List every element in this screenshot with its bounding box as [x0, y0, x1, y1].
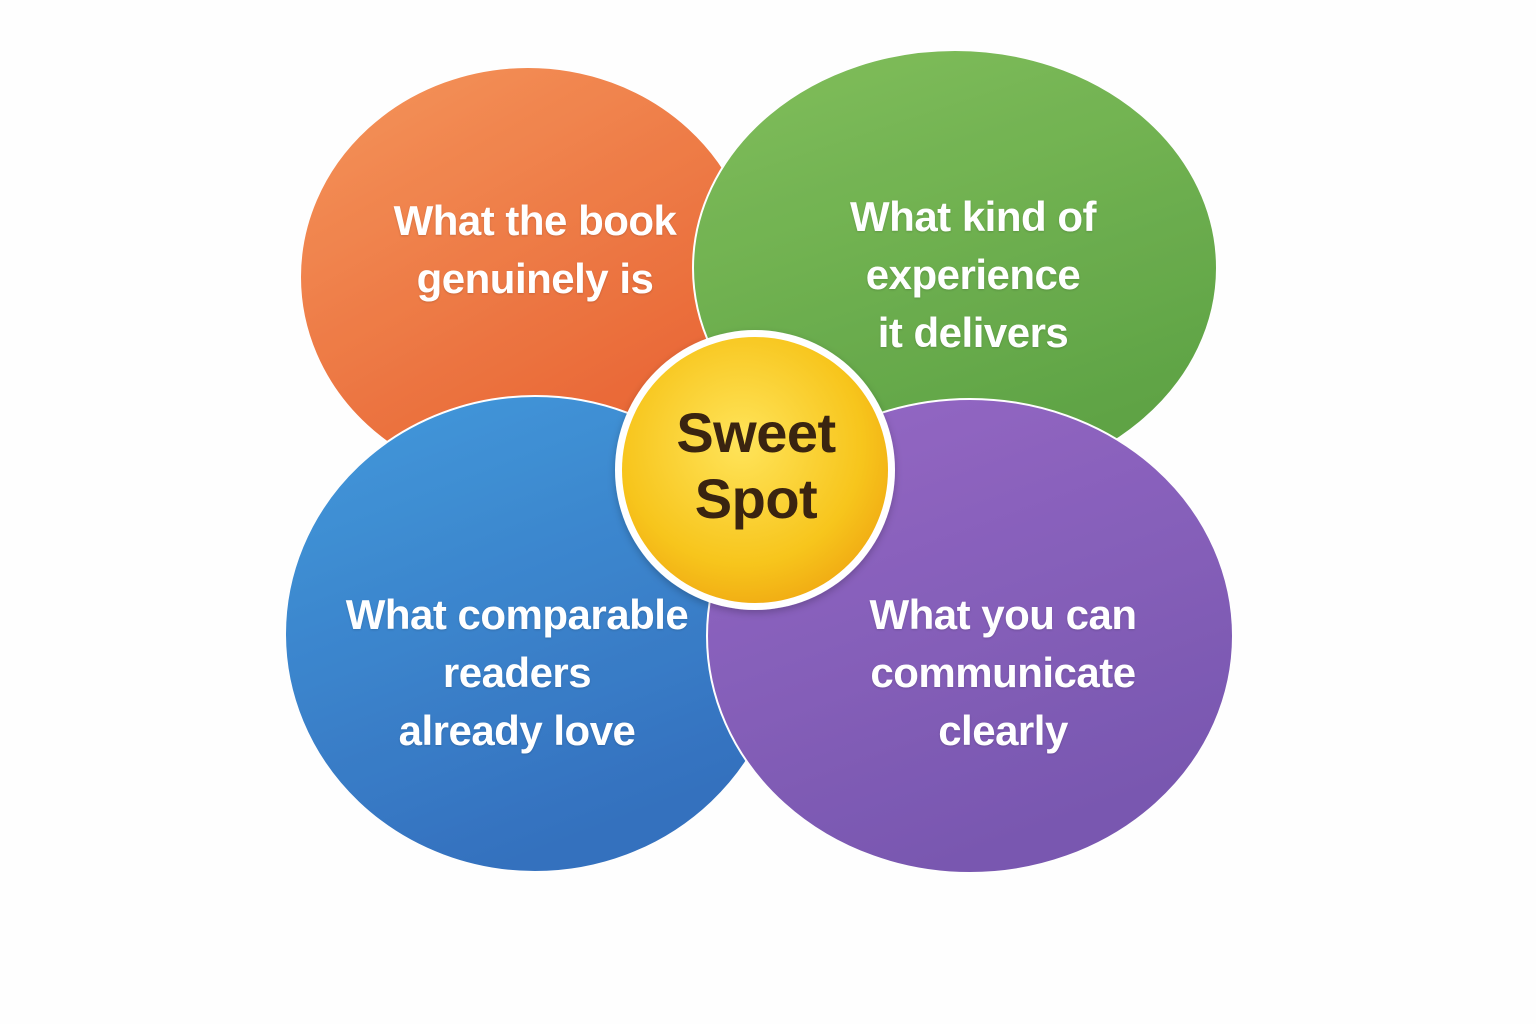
- set-label-line: experience: [865, 251, 1081, 298]
- set-label-experience: What kind of experience it delivers: [778, 188, 1168, 362]
- set-label-line: already love: [398, 707, 636, 754]
- sweet-spot-fill: [622, 337, 888, 603]
- set-label-line: What kind of: [850, 193, 1096, 240]
- set-label-line: What you can: [869, 591, 1137, 638]
- set-label-line: it delivers: [877, 309, 1069, 356]
- set-label-book: What the book genuinely is: [340, 192, 730, 308]
- set-label-line: communicate: [870, 649, 1136, 696]
- set-label-readers: What comparable readers already love: [322, 586, 712, 760]
- set-label-line: What the book: [393, 197, 677, 244]
- sweet-spot-label: Sweet Spot: [618, 400, 894, 532]
- set-label-line: readers: [442, 649, 592, 696]
- set-label-line: genuinely is: [416, 255, 654, 302]
- set-label-line: What comparable: [345, 591, 689, 638]
- sweet-spot-line: Sweet: [676, 401, 836, 464]
- set-label-communicate: What you can communicate clearly: [808, 586, 1198, 760]
- set-label-line: clearly: [938, 707, 1068, 754]
- sweet-spot-line: Spot: [694, 467, 818, 530]
